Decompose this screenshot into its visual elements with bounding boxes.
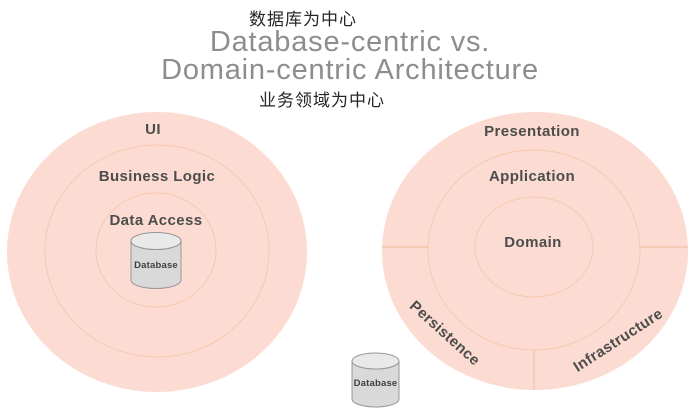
database-label: Database bbox=[134, 260, 178, 271]
layer-label-application: Application bbox=[489, 168, 575, 185]
layer-label-data-access: Data Access bbox=[109, 212, 202, 229]
left-inner-ring bbox=[95, 192, 217, 308]
layer-label-business-logic: Business Logic bbox=[99, 168, 215, 185]
database-centric-diagram: UI Business Logic Data Access Database bbox=[7, 112, 307, 392]
page-title-line-2: Domain-centric Architecture bbox=[161, 54, 539, 86]
layer-label-ui: UI bbox=[145, 121, 161, 138]
chinese-label-database-centric: 数据库为中心 bbox=[249, 10, 357, 29]
layer-label-domain: Domain bbox=[504, 234, 561, 251]
external-database-cylinder-icon: Database bbox=[351, 352, 400, 408]
domain-centric-diagram: Presentation Application Domain Persiste… bbox=[382, 112, 688, 390]
database-label: Database bbox=[354, 378, 398, 389]
layer-label-presentation: Presentation bbox=[484, 123, 580, 140]
chinese-label-domain-centric: 业务领域为中心 bbox=[259, 91, 385, 110]
left-middle-ring bbox=[44, 144, 270, 358]
page-title-line-1: Database-centric vs. bbox=[209, 26, 491, 58]
database-cylinder-icon: Database bbox=[130, 232, 182, 289]
right-inner-ring bbox=[474, 196, 594, 298]
